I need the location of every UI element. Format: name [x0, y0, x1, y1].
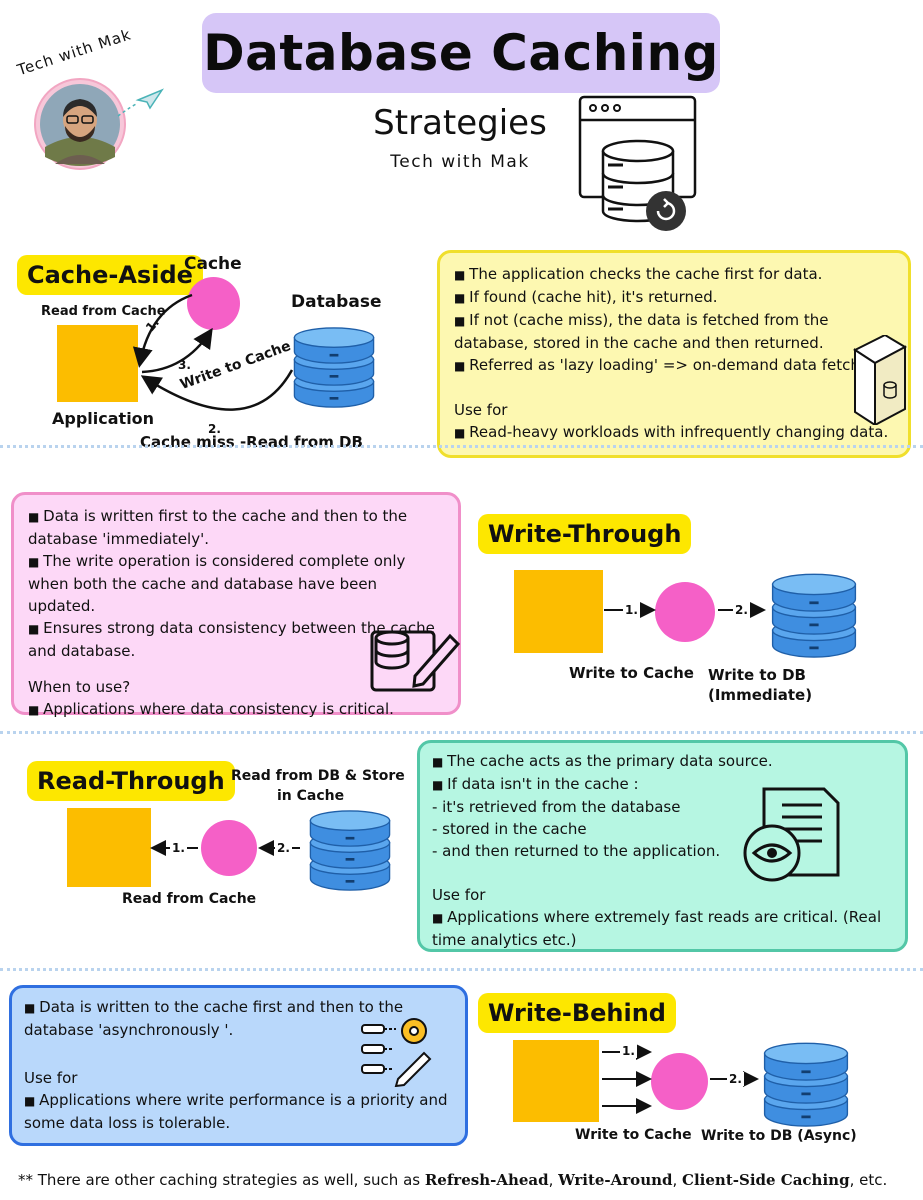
database-icon — [289, 320, 379, 408]
paper-plane-icon — [135, 88, 164, 110]
cache-label: Cache — [184, 254, 242, 274]
write-behind-cache-circle — [651, 1053, 708, 1110]
title-box: Database Caching — [202, 13, 720, 93]
database-label: Database — [291, 292, 382, 312]
cache-aside-arrows — [132, 293, 294, 411]
cache-miss-label: Cache miss -Read from DB — [140, 433, 363, 451]
footer-strategy-1: Refresh-Ahead — [424, 1171, 549, 1189]
write-behind-step-2: 2. — [727, 1072, 744, 1086]
read-through-db-label-2: in Cache — [277, 788, 345, 804]
logo: Tech with Mak — [10, 25, 170, 182]
read-through-step-2: 2. — [275, 841, 292, 855]
write-behind-use-heading: Use for — [24, 1069, 78, 1087]
separator-1 — [0, 445, 923, 448]
step-2-label: 2. — [208, 422, 221, 436]
read-through-cache-circle — [201, 820, 257, 876]
footer-strategy-2: Write-Around — [558, 1171, 673, 1189]
write-through-step-1: 1. — [623, 603, 640, 617]
read-through-use-bullet: Applications where extremely fast reads … — [432, 906, 893, 951]
read-through-use-heading: Use for — [432, 886, 486, 904]
footer-strategy-3: Client-Side Caching — [682, 1171, 850, 1189]
cache-aside-bullet-4: Referred as 'lazy loading' => on-demand … — [454, 354, 896, 377]
write-through-bullet-3: Ensures strong data consistency between … — [28, 617, 446, 662]
read-through-app-box — [67, 808, 151, 887]
cache-aside-bullet-3: If not (cache miss), the data is fetched… — [454, 309, 896, 354]
read-from-cache-label: Read from Cache — [41, 304, 166, 319]
database-edit-icon — [370, 624, 461, 698]
write-behind-app-box — [513, 1040, 599, 1122]
database-browser-icon — [578, 95, 698, 239]
write-through-db-label-2: (Immediate) — [708, 686, 813, 704]
avatar — [34, 78, 164, 170]
read-through-line-5: - and then returned to the application. — [432, 842, 721, 860]
write-behind-description: Data is written to the cache first and t… — [9, 985, 468, 1146]
footer-note: ** There are other caching strategies as… — [18, 1171, 887, 1189]
write-through-pill: Write-Through — [478, 514, 692, 554]
footer-sep-2: , — [672, 1171, 683, 1189]
write-through-use-heading: When to use? — [28, 678, 131, 696]
write-through-step-2: 2. — [733, 603, 750, 617]
page-subtitle: Strategies — [373, 103, 547, 143]
cache-aside-bullet-2: If found (cache hit), it's returned. — [454, 286, 896, 309]
write-behind-db-icon — [757, 1035, 855, 1127]
write-behind-cache-label: Write to Cache — [575, 1127, 692, 1143]
footer-suffix: , etc. — [849, 1171, 888, 1189]
cache-circle — [187, 277, 240, 330]
page-title: Database Caching — [203, 24, 719, 82]
write-through-cache-label: Write to Cache — [569, 664, 694, 682]
cache-aside-use-bullet: Read-heavy workloads with infrequently c… — [454, 421, 896, 444]
step-3-label: 3. — [178, 358, 191, 372]
server-rack-icon — [850, 333, 910, 429]
cache-aside-use-heading: Use for — [454, 401, 508, 419]
refresh-icon — [646, 191, 686, 231]
write-through-db-icon — [765, 566, 863, 658]
footer-prefix: ** There are other caching strategies as… — [18, 1171, 425, 1189]
write-behind-pill: Write-Behind — [478, 993, 676, 1033]
workflow-gear-icon — [358, 1015, 438, 1091]
footer-sep-1: , — [548, 1171, 559, 1189]
read-through-pill: Read-Through — [27, 761, 235, 801]
separator-3 — [0, 968, 923, 971]
cache-aside-bullet-1: The application checks the cache first f… — [454, 263, 896, 286]
read-through-line-3: - it's retrieved from the database — [432, 798, 681, 816]
read-through-line-2: If data isn't in the cache : — [432, 773, 893, 796]
read-through-step-1: 1. — [170, 841, 187, 855]
write-behind-bullet-1: Data is written to the cache first and t… — [24, 996, 453, 1041]
write-through-app-box — [514, 570, 603, 653]
cache-aside-pill: Cache-Aside — [17, 255, 203, 295]
write-through-db-label-1: Write to DB — [708, 666, 806, 684]
write-through-use-bullet: Applications where data consistency is c… — [28, 698, 446, 721]
write-behind-use-bullet: Applications where write performance is … — [24, 1089, 453, 1134]
read-through-db-label-1: Read from DB & Store — [231, 768, 405, 784]
read-through-line-4: - stored in the cache — [432, 820, 587, 838]
write-through-bullet-2: The write operation is considered comple… — [28, 550, 446, 617]
read-through-db-icon — [304, 803, 396, 891]
write-through-bullet-1: Data is written first to the cache and t… — [28, 505, 446, 550]
byline: Tech with Mak — [390, 152, 530, 172]
write-through-cache-circle — [655, 582, 715, 642]
cache-aside-description: The application checks the cache first f… — [437, 250, 911, 458]
application-box — [57, 325, 138, 402]
write-behind-step-1: 1. — [620, 1044, 637, 1058]
read-through-line-1: The cache acts as the primary data sourc… — [432, 750, 893, 773]
read-through-app-label: Read from Cache — [122, 891, 257, 907]
separator-2 — [0, 731, 923, 734]
write-behind-db-label: Write to DB (Async) — [701, 1128, 857, 1144]
application-label: Application — [52, 409, 155, 428]
document-eye-icon — [742, 785, 842, 889]
